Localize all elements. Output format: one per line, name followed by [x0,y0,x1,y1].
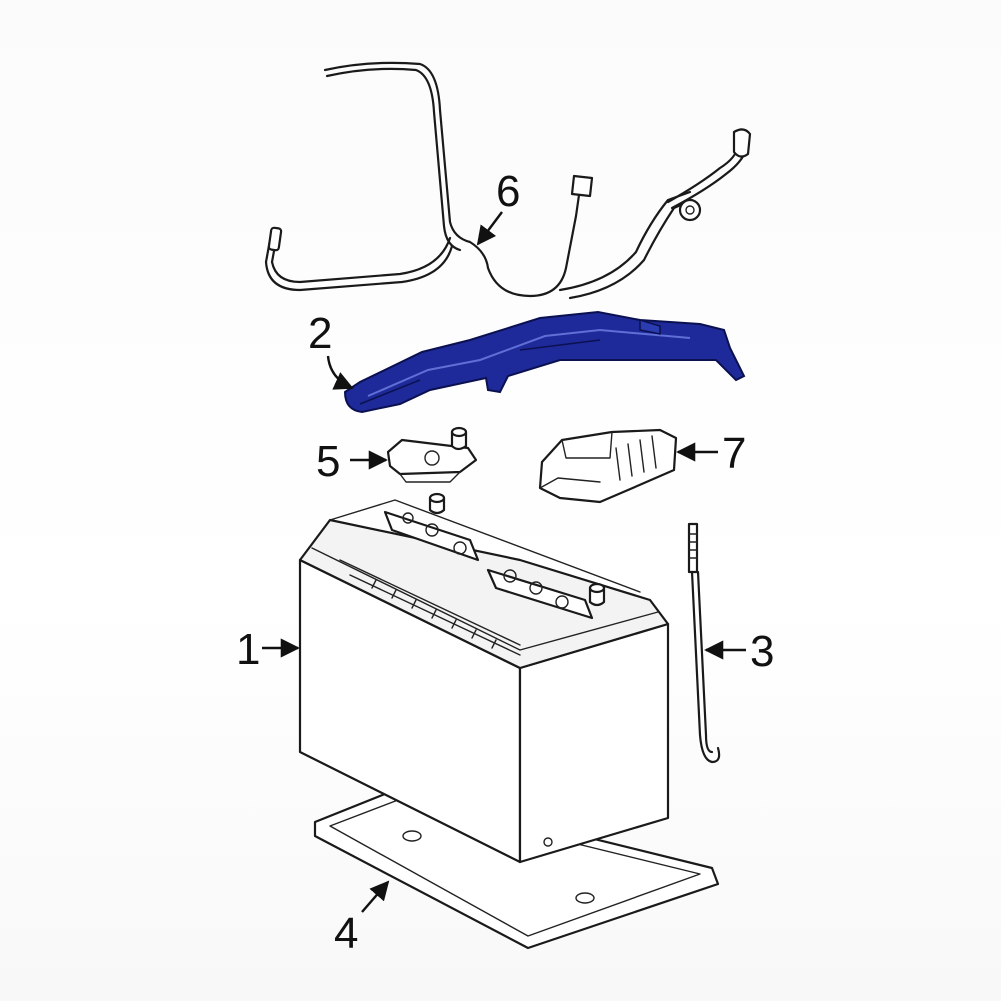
leader-arrows [262,211,746,913]
leader-2 [326,355,354,390]
hold-down-rod [687,522,721,764]
wiring-harness [264,61,752,300]
callout-1: 1 [236,625,261,674]
battery-top-ridges [371,579,497,649]
battery [298,492,670,864]
terminal-cover [538,428,678,504]
cable-bracket [343,310,746,414]
leader-6 [476,211,503,246]
leader-4 [361,880,390,913]
callout-7: 7 [722,429,747,478]
callout-5: 5 [316,437,341,486]
terminal-clamp [386,426,478,483]
callout-3: 3 [750,627,775,676]
callout-6: 6 [496,167,521,216]
callout-4: 4 [334,909,359,958]
callout-2: 2 [308,309,333,358]
